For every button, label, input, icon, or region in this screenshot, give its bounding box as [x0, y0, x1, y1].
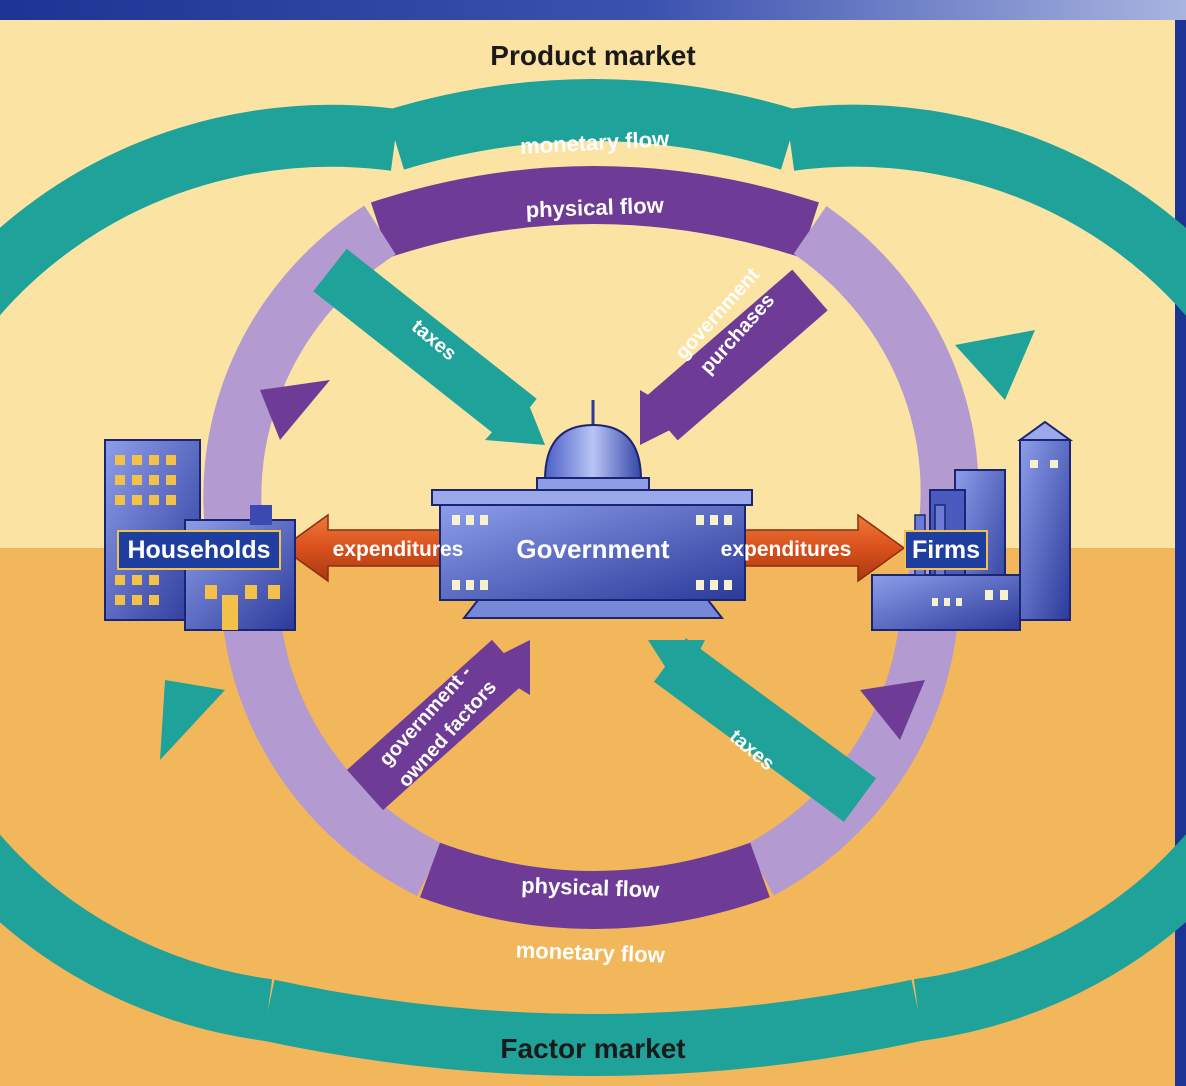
arrowhead-monetary-right	[955, 330, 1035, 400]
monetary-flow-ring	[0, 79, 1186, 1076]
government-icon	[431, 400, 753, 619]
arrowhead-monetary-left	[160, 680, 225, 760]
government-label: Government	[516, 534, 669, 564]
households-label-box	[117, 530, 281, 570]
arrowhead-physical-right	[860, 680, 925, 740]
header-band	[0, 0, 1186, 20]
firms-label: Firms	[912, 536, 980, 564]
firms-label-box	[904, 530, 988, 570]
government-flow-arrows	[313, 248, 877, 822]
firms-icon	[871, 420, 1074, 631]
product-market-label: Product market	[490, 40, 695, 71]
factor-market-label: Factor market	[500, 1033, 685, 1064]
physical-flow-bottom-label: physical flow	[521, 873, 661, 903]
arrowhead-physical-left	[260, 380, 330, 440]
expenditures-firms-label: expenditures	[721, 538, 852, 561]
physical-flow-top-label: physical flow	[525, 193, 665, 223]
monetary-flow-bottom-label: monetary flow	[515, 937, 666, 967]
right-edge-band	[1175, 20, 1186, 1086]
expenditures-households-label: expenditures	[333, 538, 464, 561]
households-label: Households	[127, 536, 270, 564]
